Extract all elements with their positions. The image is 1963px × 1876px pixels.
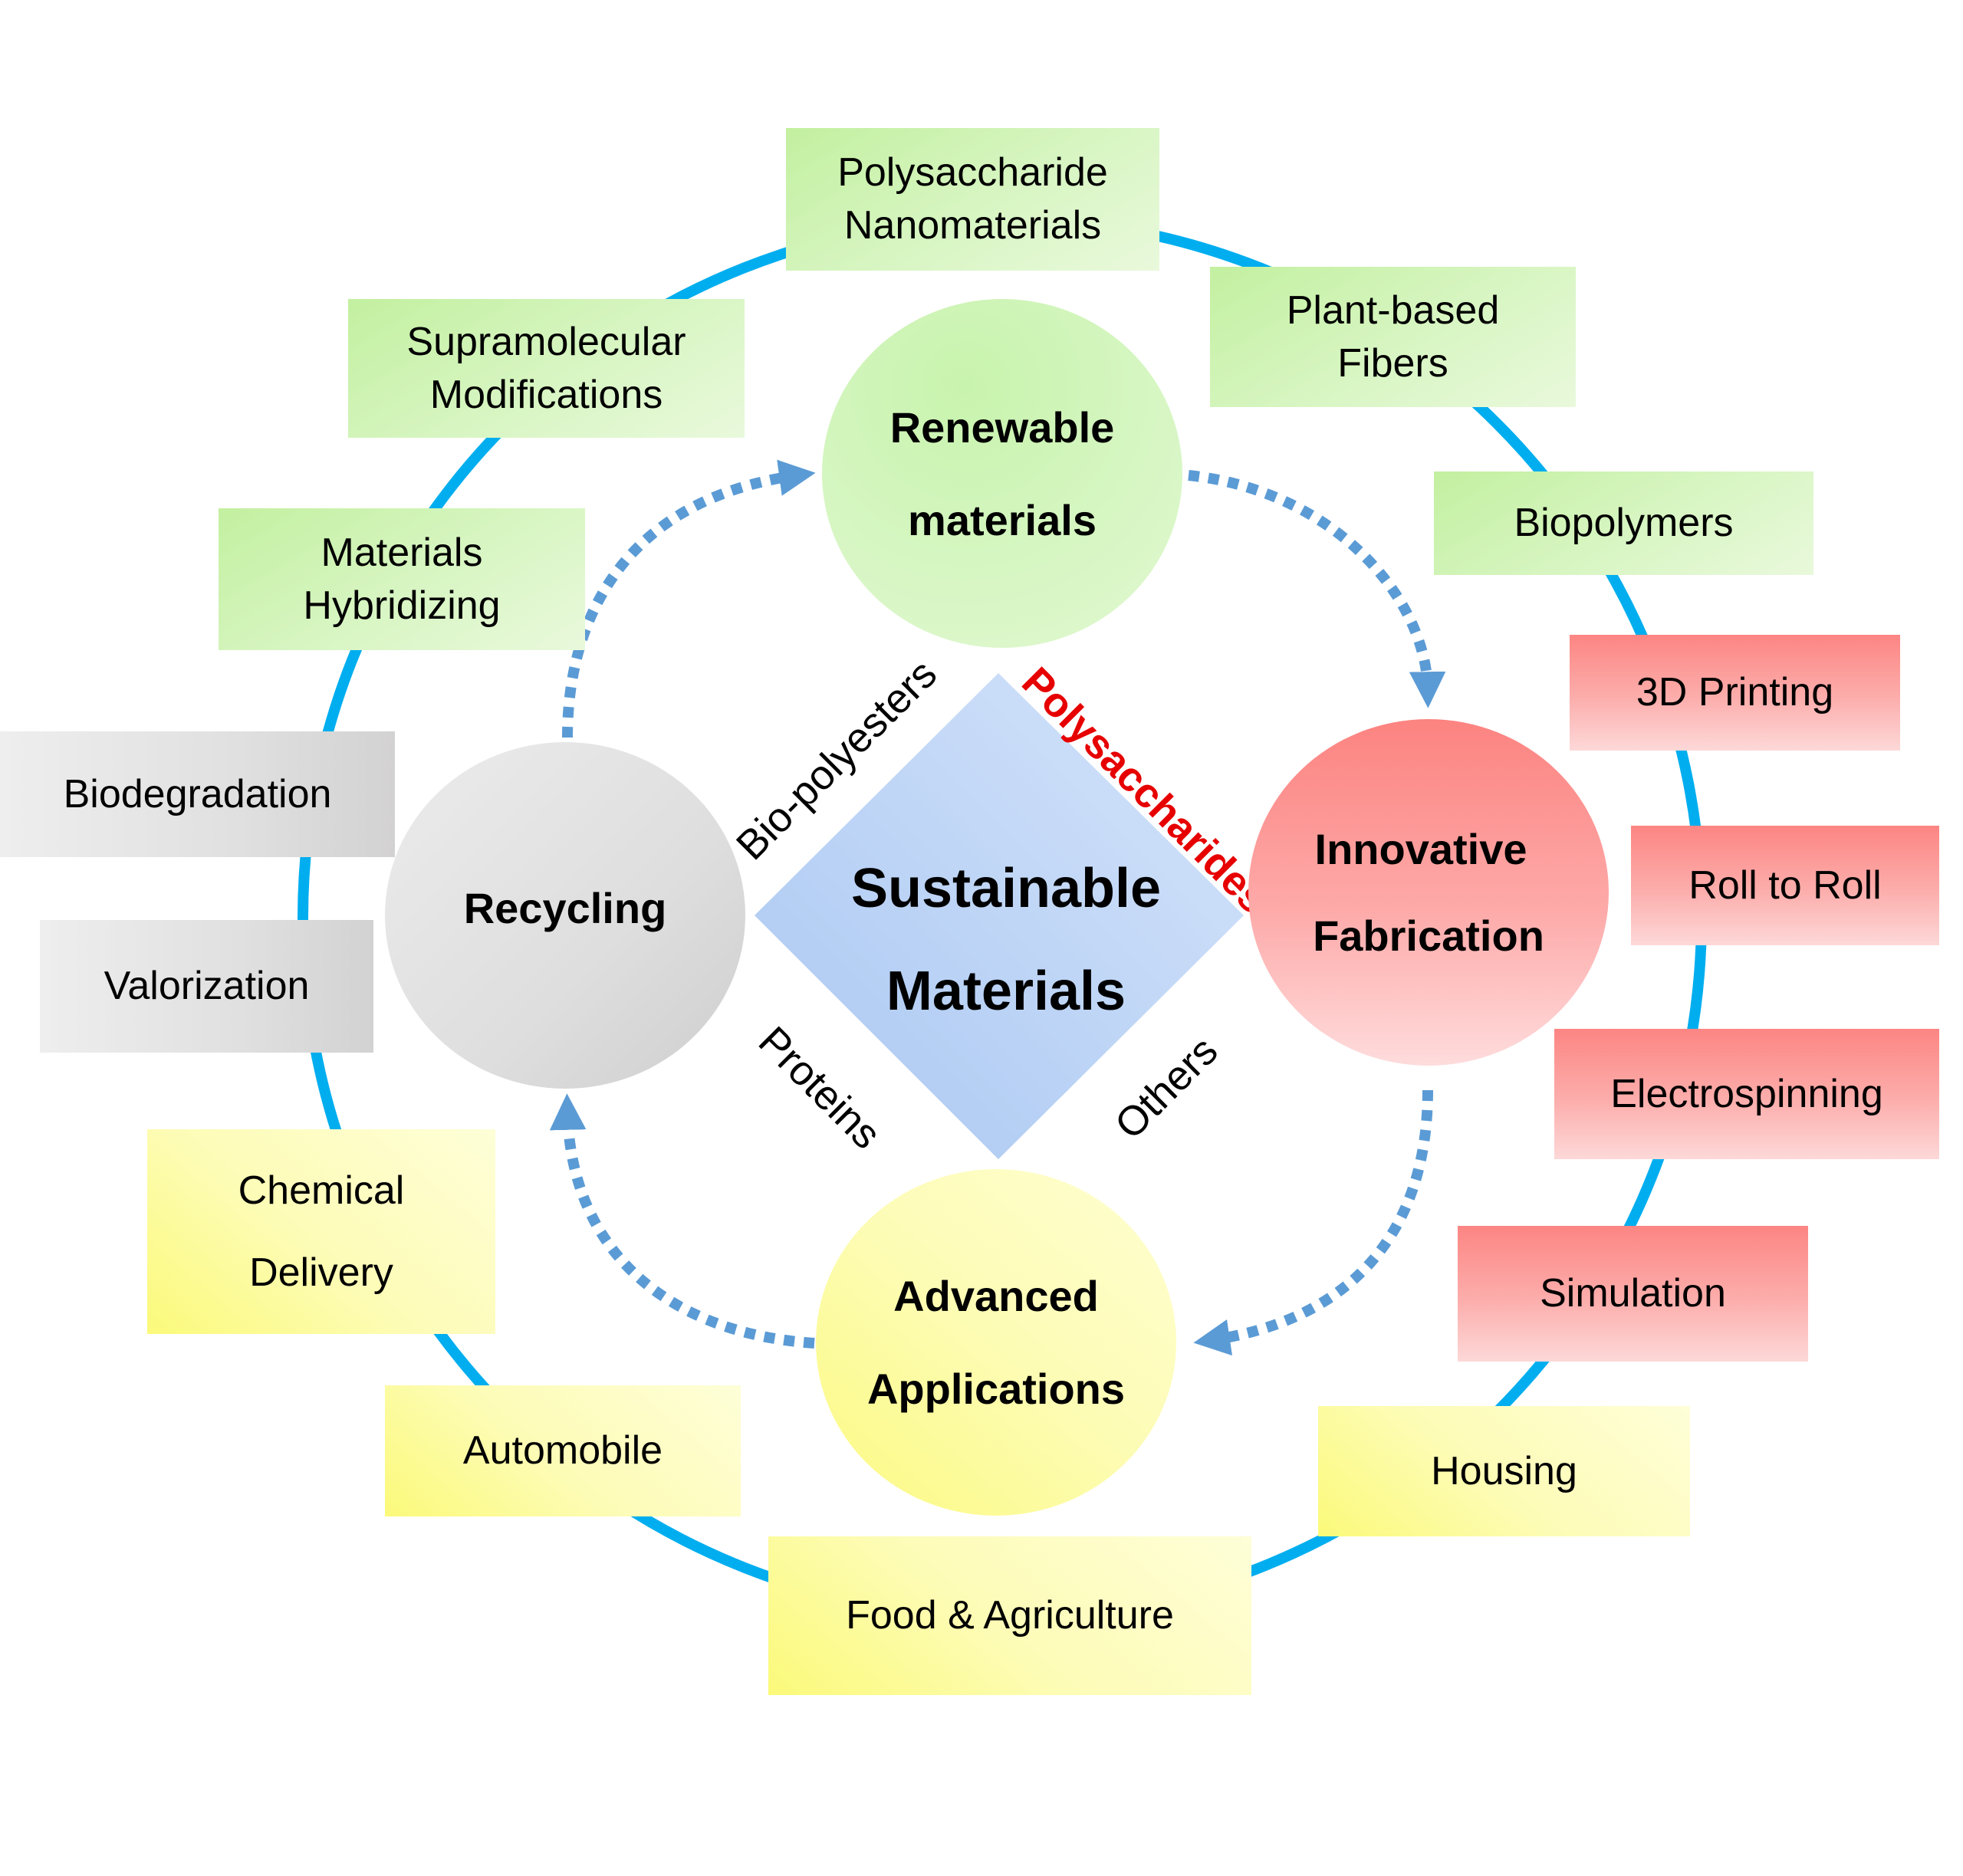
topic-line: Hybridizing: [303, 583, 501, 628]
topic-line: Biopolymers: [1514, 501, 1734, 546]
topic-line: Valorization: [104, 964, 310, 1009]
topic-line: Plant-based: [1286, 287, 1500, 333]
stage-applications-line2: Applications: [866, 1365, 1126, 1413]
topic-food-agriculture: Food & Agriculture: [768, 1536, 1251, 1695]
stage-fabrication-line2: Fabrication: [1313, 912, 1544, 960]
topic-roll-to-roll: Roll to Roll: [1631, 826, 1939, 945]
center-title-line1: Sustainable: [850, 858, 1162, 919]
arrow-applications-to-recycling: [549, 1093, 815, 1349]
topic-line: Delivery: [249, 1250, 393, 1295]
topic-line: Polysaccharide: [837, 150, 1108, 195]
stage-renewable-line2: materials: [908, 495, 1097, 544]
center-title-line2: Materials: [886, 961, 1126, 1022]
topic-biodegradation: Biodegradation: [0, 731, 395, 857]
topic-biopolymers: Biopolymers: [1434, 471, 1813, 575]
arrow-recycling-to-renewable: [562, 459, 816, 738]
stage-renewable-materials: Renewable materials: [822, 299, 1182, 648]
center-title: Sustainable: [776, 857, 1236, 920]
topic-line: Electrospinning: [1610, 1071, 1883, 1116]
topic-line: Fibers: [1337, 340, 1448, 386]
topic-line: Roll to Roll: [1688, 862, 1882, 908]
topic-line: Automobile: [462, 1428, 663, 1474]
topic-line: Food & Agriculture: [846, 1593, 1174, 1638]
topic-3d-printing: 3D Printing: [1570, 635, 1900, 751]
stage-fabrication-line1: Innovative: [1314, 825, 1527, 873]
topic-line: Simulation: [1540, 1271, 1726, 1316]
stage-applications-line1: Advanced: [893, 1272, 1099, 1320]
stage-advanced-applications: Advanced Applications: [816, 1169, 1176, 1516]
arrow-fabrication-to-applications: [1193, 1089, 1433, 1356]
center-diamond: [755, 673, 1244, 1159]
stage-recycling-label: Recycling: [463, 883, 667, 932]
topic-electrospinning: Electrospinning: [1554, 1029, 1939, 1159]
topic-line: Nanomaterials: [843, 203, 1102, 248]
stage-recycling: Recycling: [385, 742, 745, 1089]
topic-line: Chemical: [238, 1168, 405, 1213]
topic-valorization: Valorization: [40, 920, 373, 1053]
topic-line: Materials: [321, 530, 483, 575]
topic-housing: Housing: [1318, 1406, 1690, 1536]
stage-renewable-line1: Renewable: [889, 402, 1115, 452]
topic-line: Biodegradation: [63, 771, 332, 816]
topic-line: Modifications: [429, 372, 663, 417]
topic-simulation: Simulation: [1458, 1226, 1808, 1362]
topic-line: 3D Printing: [1636, 670, 1834, 715]
topic-automobile: Automobile: [385, 1385, 741, 1516]
stage-innovative-fabrication: Innovative Fabrication: [1248, 719, 1609, 1066]
center-title-2: Materials: [776, 960, 1236, 1023]
topic-line: Housing: [1431, 1448, 1577, 1493]
topic-line: Supramolecular: [406, 319, 686, 364]
arrow-renewable-to-fabrication: [1188, 470, 1446, 708]
